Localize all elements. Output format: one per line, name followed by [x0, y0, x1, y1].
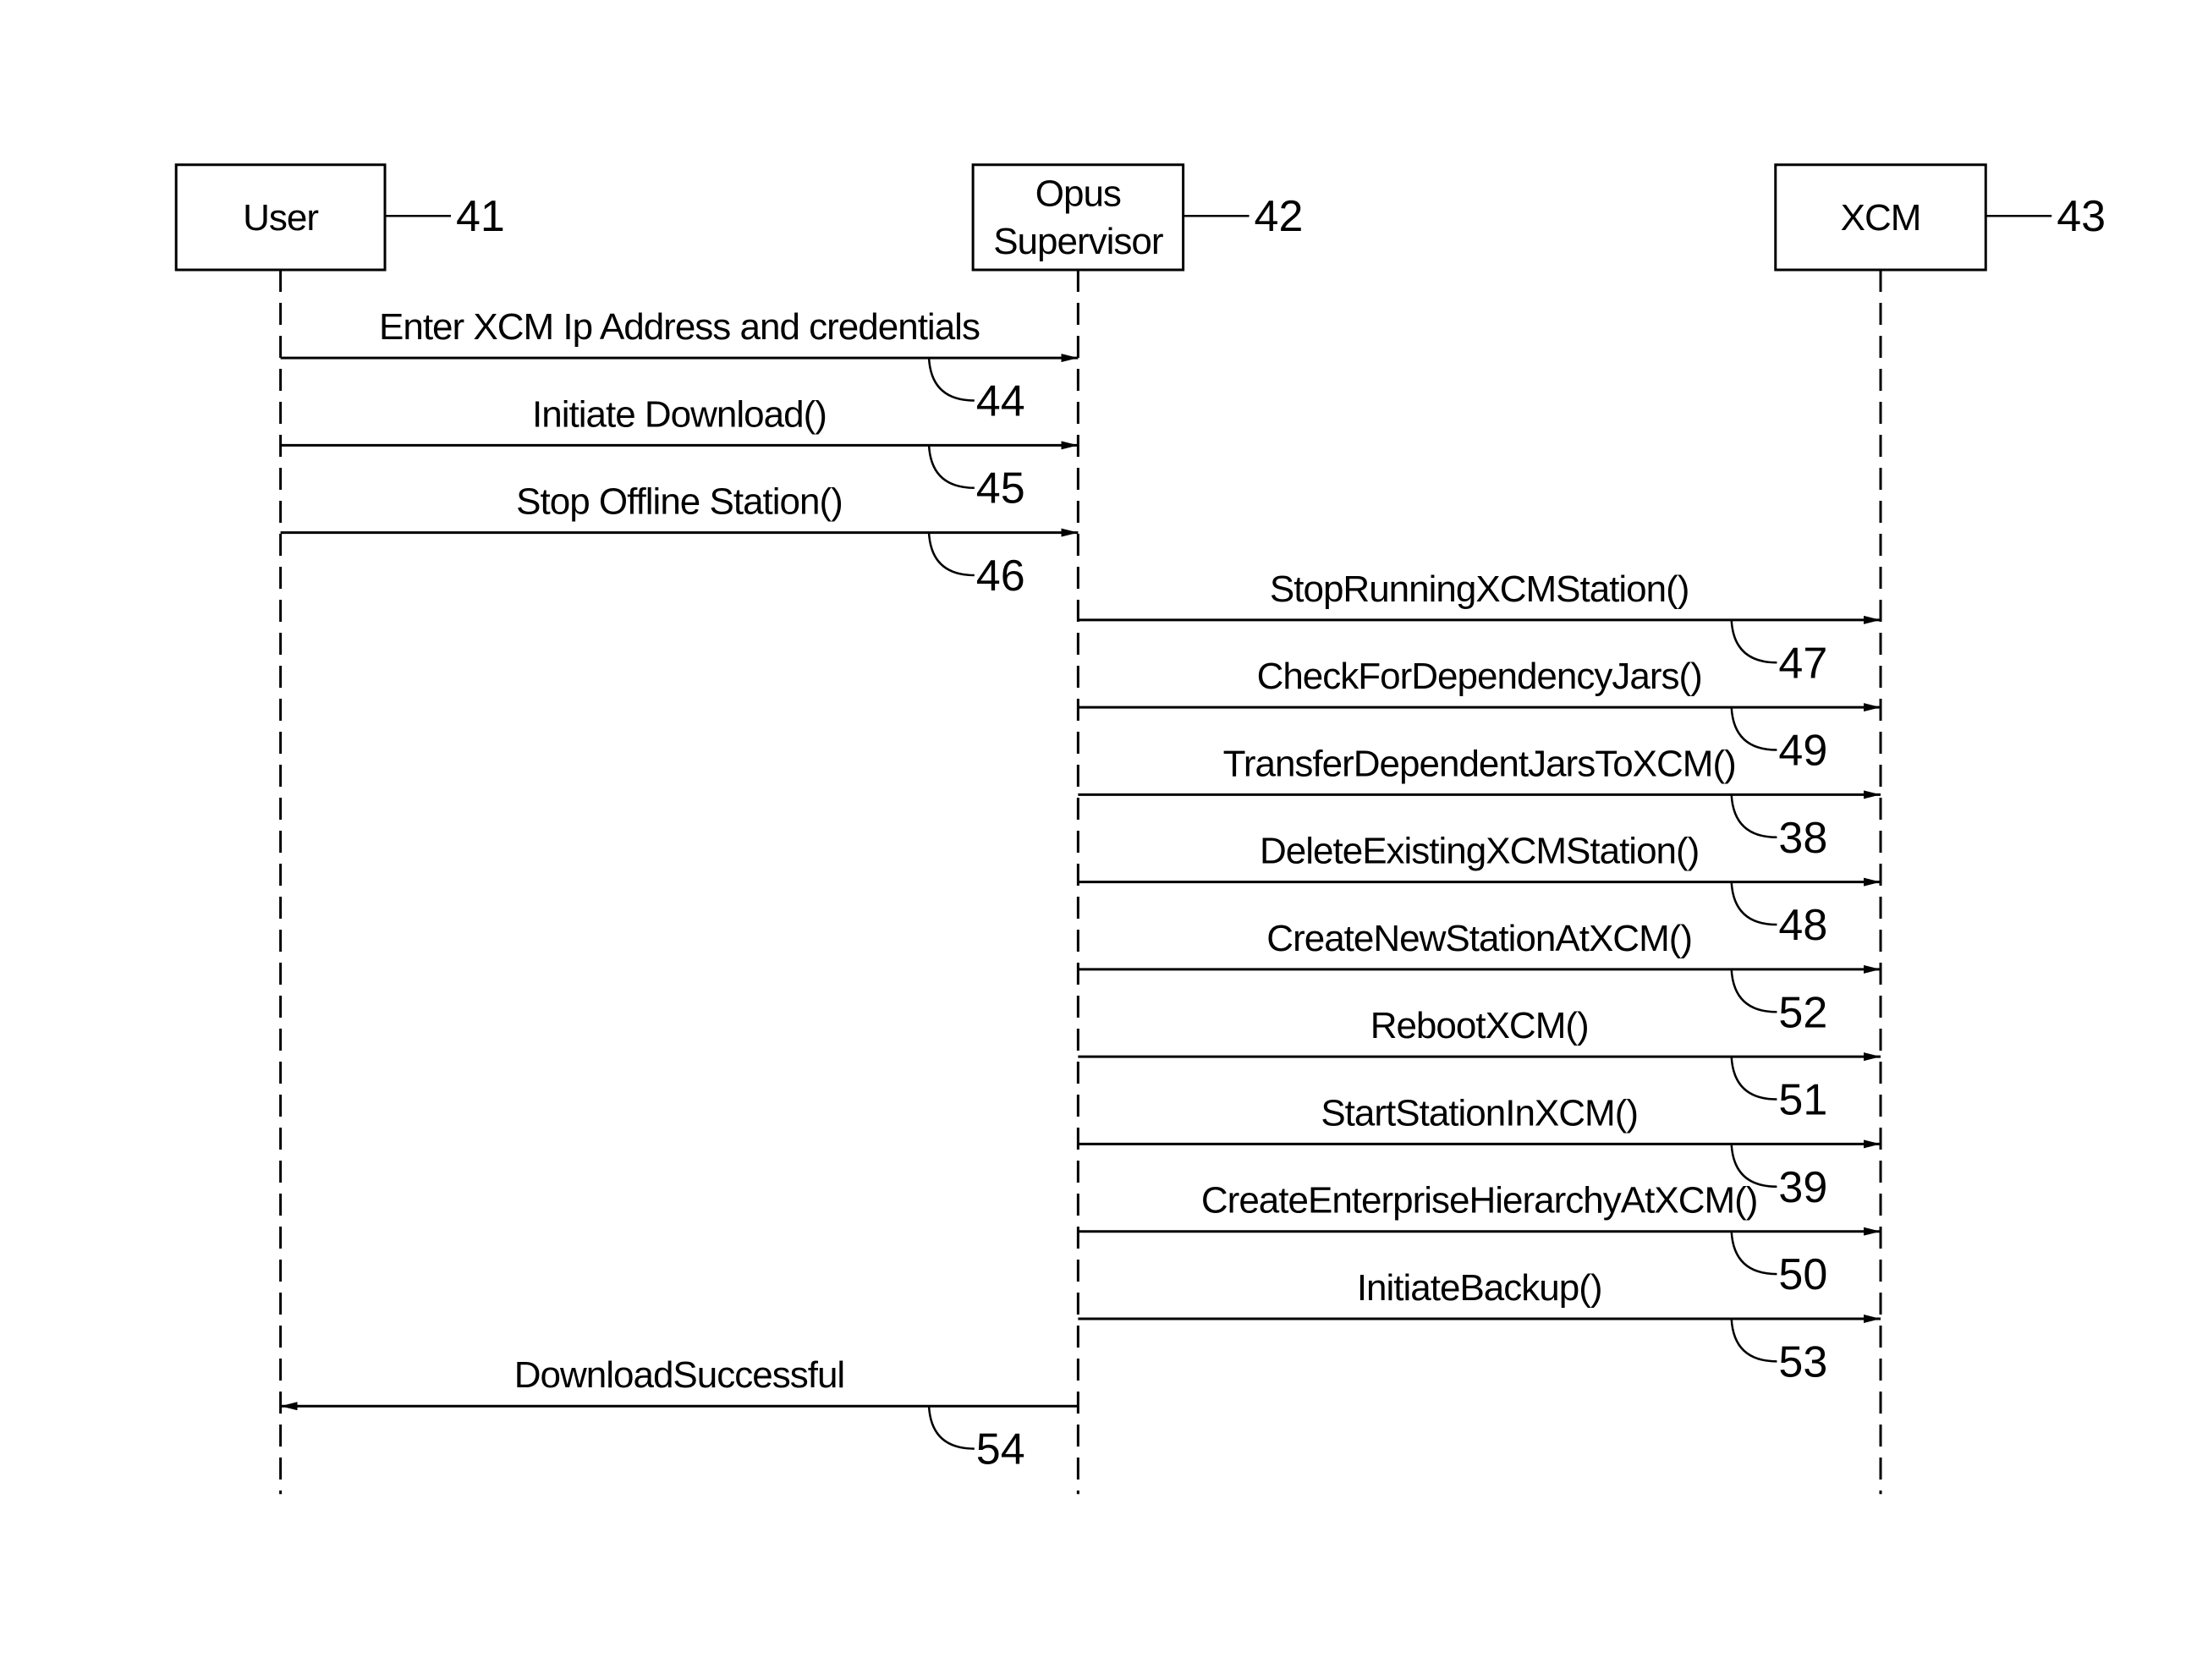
opus-ref-number: 42 [1255, 192, 1304, 241]
message-label: Stop Offline Station() [516, 481, 843, 523]
xcm-participant: XCM 43 [1776, 165, 2106, 270]
message-label: DownloadSuccessful [514, 1354, 844, 1396]
message: InitiateBackup() 53 [1078, 1267, 1881, 1386]
message-ref-leader [929, 445, 975, 487]
message-ref-leader [1732, 969, 1777, 1012]
message-ref-leader [1732, 1232, 1777, 1274]
message-ref-number: 38 [1778, 814, 1827, 863]
message-label: DeleteExistingXCMStation() [1260, 831, 1699, 872]
message-ref-number: 44 [976, 376, 1025, 425]
message-label: CreateNewStationAtXCM() [1266, 918, 1692, 959]
message-ref-number: 45 [976, 464, 1025, 513]
message-ref-number: 49 [1778, 727, 1827, 776]
message: Stop Offline Station() 46 [281, 481, 1079, 601]
message-label: CreateEnterpriseHierarchyAtXCM() [1201, 1180, 1758, 1222]
message-label: RebootXCM() [1370, 1005, 1589, 1046]
user-ref-number: 41 [456, 192, 505, 241]
message: DownloadSuccessful 54 [281, 1354, 1079, 1474]
message-ref-leader [929, 358, 975, 400]
message-label: CheckForDependencyJars() [1257, 656, 1702, 697]
message-ref-number: 53 [1778, 1337, 1827, 1386]
message-ref-leader [929, 533, 975, 575]
user-name-line: User [243, 197, 318, 239]
message-ref-number: 46 [976, 552, 1025, 601]
message-label: InitiateBackup() [1357, 1267, 1602, 1309]
message-ref-leader [1732, 707, 1777, 749]
message-ref-number: 48 [1778, 901, 1827, 950]
message-ref-leader [1732, 1319, 1777, 1361]
user-participant: User 41 [176, 165, 505, 270]
message-ref-number: 50 [1778, 1250, 1827, 1299]
message-ref-leader [1732, 1057, 1777, 1099]
message-ref-number: 52 [1778, 988, 1827, 1037]
message-ref-leader [929, 1406, 975, 1448]
message-label: Enter XCM Ip Address and credentials [379, 306, 980, 348]
xcm-ref-number: 43 [2057, 192, 2106, 241]
message-label: StartStationInXCM() [1321, 1092, 1638, 1134]
message-ref-leader [1732, 882, 1777, 925]
message-ref-leader [1732, 620, 1777, 662]
opus-participant: OpusSupervisor 42 [973, 165, 1303, 270]
opus-name-line: Opus [1035, 173, 1121, 215]
message-label: Initiate Download() [532, 393, 827, 435]
xcm-name-line: XCM [1841, 197, 1921, 239]
message-ref-number: 51 [1778, 1076, 1827, 1125]
message-ref-number: 47 [1778, 639, 1827, 688]
message-ref-number: 39 [1778, 1163, 1827, 1212]
message-ref-number: 54 [976, 1425, 1025, 1474]
message-ref-leader [1732, 794, 1777, 837]
opus-name-line: Supervisor [993, 221, 1163, 262]
message-label: TransferDependentJarsToXCM() [1223, 743, 1736, 784]
message-label: StopRunningXCMStation() [1270, 568, 1689, 610]
